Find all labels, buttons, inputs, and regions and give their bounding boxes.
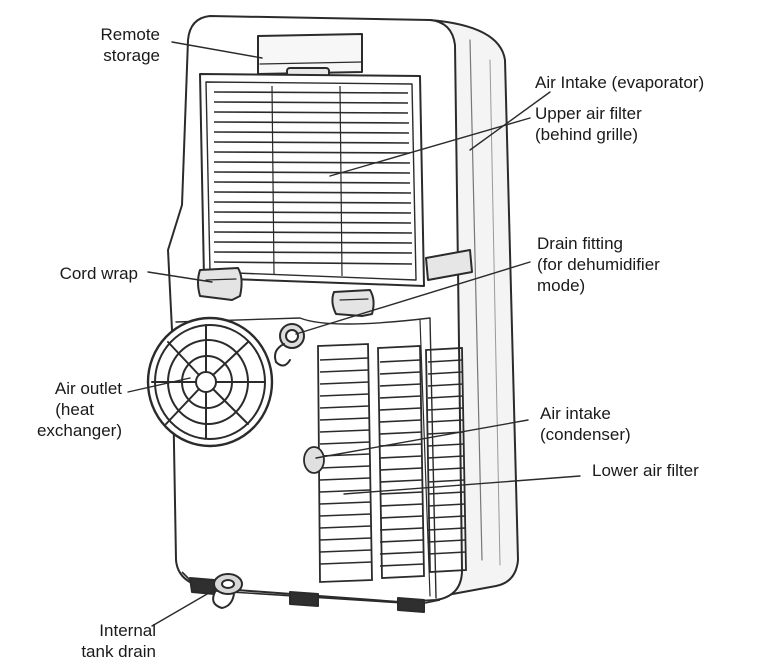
leader-drain-fitting (295, 261, 531, 335)
air-outlet-fan (146, 316, 274, 448)
label-cord-wrap: Cord wrap (59, 264, 138, 283)
side-handle (425, 249, 473, 281)
internal-tank-drain (212, 573, 243, 609)
leader-air-intake-condenser (315, 419, 529, 459)
drain-fitting (274, 323, 305, 367)
label-remote-storage: Remote storage (100, 25, 160, 65)
leader-remote-storage (171, 41, 263, 59)
upper-grille-slats (213, 85, 413, 277)
label-internal-tank-drain: Internal tank drain (81, 621, 156, 661)
leader-lines (127, 41, 581, 627)
cord-wrap-hook-right (331, 289, 375, 317)
caster-middle (289, 591, 319, 607)
label-drain-fitting: Drain fitting (for dehumidifier mode) (537, 234, 660, 295)
label-air-intake-evaporator: Air Intake (evaporator) (535, 73, 705, 92)
cord-wrap-hook-left (197, 267, 243, 301)
leader-cord-wrap (147, 271, 213, 283)
label-air-intake-condenser: Air intake (condenser) (540, 404, 631, 444)
leader-air-intake-evaporator (469, 91, 551, 151)
label-upper-air-filter: Upper air filter (behind grille) (535, 104, 642, 144)
upper-grille-frame (199, 73, 425, 287)
caster-right (397, 597, 425, 613)
leader-upper-air-filter (329, 117, 531, 177)
label-air-outlet: Air outlet (heat exchanger) (36, 379, 122, 440)
lower-grille (303, 343, 467, 583)
label-lower-air-filter: Lower air filter (592, 461, 699, 480)
leader-internal-tank-drain (151, 589, 215, 627)
leader-air-outlet (127, 377, 191, 393)
leader-lower-air-filter (343, 475, 581, 495)
